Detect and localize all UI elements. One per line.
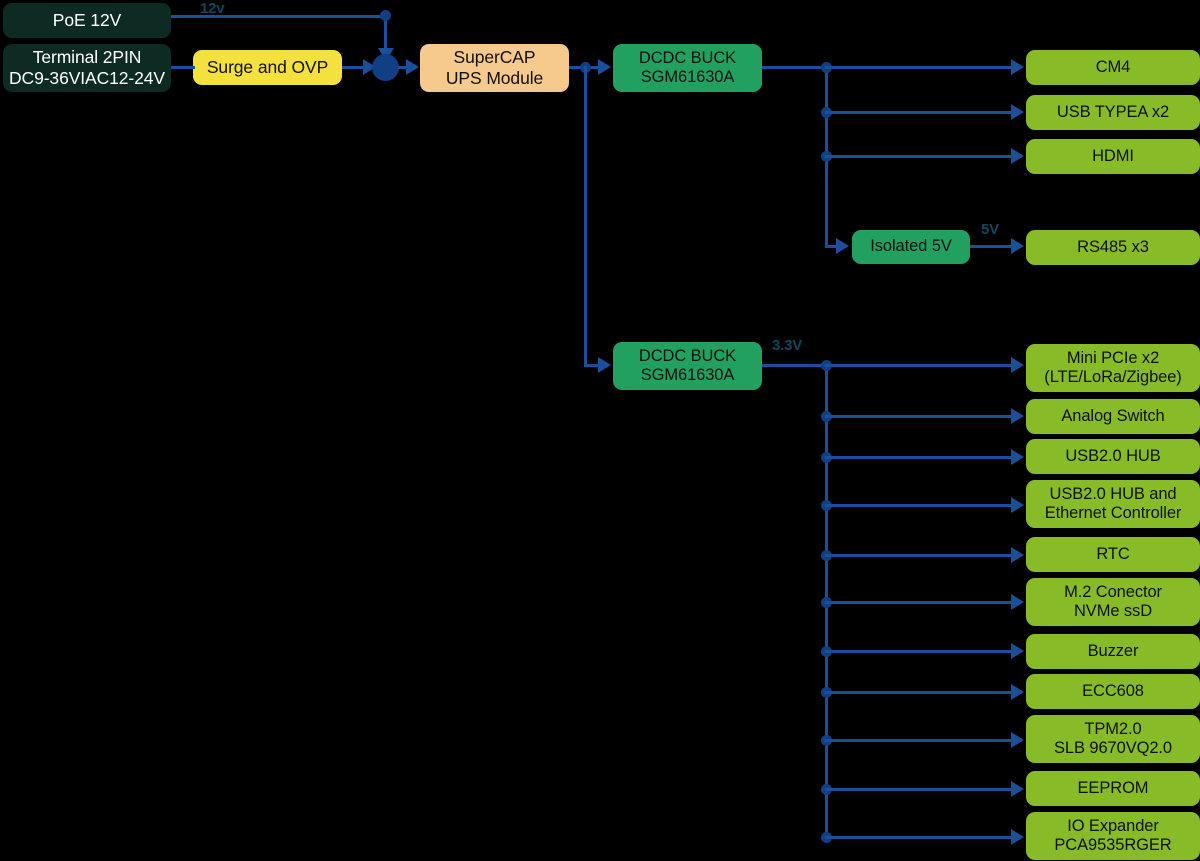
junction-dot-main-merge: [372, 54, 399, 81]
load-label-eeprom: EEPROM: [1077, 778, 1149, 797]
load-label-rtc: RTC: [1096, 544, 1130, 563]
load-box-buzzer[interactable]: Buzzer: [1026, 634, 1200, 669]
source-label-poe: PoE 12V: [52, 10, 122, 31]
load-label-usb-typea: USB TYPEA x2: [1056, 102, 1170, 121]
ups-box-supercap[interactable]: SuperCAP UPS Module: [420, 44, 569, 92]
wire-branch-to-buck-bottom: [584, 364, 607, 367]
junction-dot-poe-corner: [380, 10, 391, 21]
arrow-into-tpm: [1011, 732, 1024, 748]
load-box-hdmi[interactable]: HDMI: [1026, 139, 1200, 174]
wire-33v-to-m2-connector: [825, 601, 1021, 604]
regulator-label-buck-top: DCDC BUCK SGM61630A: [638, 48, 737, 86]
load-box-cm4[interactable]: CM4: [1026, 50, 1200, 85]
regulator-box-isolated-5v[interactable]: Isolated 5V: [852, 230, 970, 264]
load-label-analog-switch: Analog Switch: [1061, 406, 1165, 425]
wire-5v-to-usb-typea: [825, 111, 1021, 114]
arrow-into-rtc: [1011, 547, 1024, 563]
arrow-into-eeprom: [1011, 781, 1024, 797]
wire-buck-bottom-out: [762, 364, 828, 367]
wire-33v-to-rtc: [825, 554, 1021, 557]
arrow-into-ecc608: [1011, 684, 1024, 700]
arrow-into-usb-typea: [1011, 104, 1024, 120]
wire-33v-to-usb20-hub-ethernet: [825, 504, 1021, 507]
regulator-box-buck-bottom[interactable]: DCDC BUCK SGM61630A: [613, 342, 762, 390]
load-label-buzzer: Buzzer: [1087, 641, 1139, 660]
wire-33v-to-io-expander: [825, 836, 1021, 839]
load-box-tpm[interactable]: TPM2.0 SLB 9670VQ2.0: [1026, 715, 1200, 763]
ups-label: SuperCAP UPS Module: [445, 47, 544, 88]
load-label-usb20-hub: USB2.0 HUB: [1065, 446, 1161, 465]
load-label-ecc608: ECC608: [1082, 681, 1144, 700]
load-box-usb20-hub[interactable]: USB2.0 HUB: [1026, 439, 1200, 474]
protection-box-surge-ovp[interactable]: Surge and OVP: [193, 50, 342, 85]
arrow-into-hdmi: [1011, 148, 1024, 164]
wire-5v-to-cm4: [825, 66, 1021, 69]
load-label-io-expander: IO Expander PCA9535RGER: [1054, 816, 1172, 854]
wire-5v-to-isolated: [825, 245, 842, 248]
load-box-io-expander[interactable]: IO Expander PCA9535RGER: [1026, 812, 1200, 860]
wire-surge-to-junction: [342, 66, 366, 69]
source-box-terminal[interactable]: Terminal 2PIN DC9-36VIAC12-24V: [3, 44, 171, 92]
wire-33v-to-eeprom: [825, 788, 1021, 791]
load-box-analog-switch[interactable]: Analog Switch: [1026, 399, 1200, 434]
arrow-into-mini-pcie: [1011, 357, 1024, 373]
load-label-hdmi: HDMI: [1092, 146, 1134, 165]
load-box-rtc[interactable]: RTC: [1026, 537, 1200, 572]
regulator-label-buck-bottom: DCDC BUCK SGM61630A: [638, 346, 737, 384]
arrow-into-buzzer: [1011, 643, 1024, 659]
wire-33v-to-usb20-hub: [825, 456, 1021, 459]
arrow-into-usb20-hub-ethernet: [1011, 497, 1024, 513]
arrow-into-buck-top: [598, 59, 611, 75]
load-label-usb20-hub-ethernet: USB2.0 HUB and Ethernet Controller: [1044, 484, 1182, 522]
arrow-into-buck-bottom: [598, 357, 611, 373]
load-box-eeprom[interactable]: EEPROM: [1026, 771, 1200, 806]
voltage-label-12v: 12v: [200, 0, 225, 17]
wire-33v-to-ecc608: [825, 691, 1021, 694]
arrow-into-isolated-5v: [836, 238, 849, 254]
arrow-into-supercap: [406, 59, 419, 75]
regulator-box-buck-top[interactable]: DCDC BUCK SGM61630A: [613, 44, 762, 92]
load-box-ecc608[interactable]: ECC608: [1026, 674, 1200, 709]
load-label-cm4: CM4: [1095, 57, 1131, 76]
wire-terminal-to-surge: [171, 66, 195, 69]
voltage-label-5v: 5V: [981, 221, 999, 238]
arrow-into-rs485: [1011, 238, 1024, 254]
protection-label: Surge and OVP: [206, 57, 329, 78]
wire-buck-top-out: [762, 66, 828, 69]
wire-33v-to-analog-switch: [825, 415, 1021, 418]
load-label-mini-pcie: Mini PCIe x2 (LTE/LoRa/Zigbee): [1044, 348, 1182, 386]
wire-poe-drop: [384, 15, 387, 53]
load-label-tpm: TPM2.0 SLB 9670VQ2.0: [1054, 719, 1172, 757]
wire-poe-to-node: [171, 15, 387, 18]
arrow-into-io-expander: [1011, 829, 1024, 845]
arrow-into-usb20-hub: [1011, 449, 1024, 465]
voltage-label-3v3: 3.3V: [772, 337, 803, 354]
arrow-into-analog-switch: [1011, 408, 1024, 424]
wire-33v-to-mini-pcie: [825, 364, 1021, 367]
load-label-m2-connector: M.2 Conector NVMe ssD: [1064, 582, 1162, 620]
load-box-mini-pcie[interactable]: Mini PCIe x2 (LTE/LoRa/Zigbee): [1026, 344, 1200, 392]
load-label-rs485: RS485 x3: [1077, 237, 1149, 256]
wire-isolated-to-rs485: [970, 245, 1021, 248]
source-label-terminal: Terminal 2PIN DC9-36VIAC12-24V: [9, 47, 165, 88]
source-box-poe[interactable]: PoE 12V: [3, 3, 171, 38]
wire-33v-to-buzzer: [825, 650, 1021, 653]
wire-33v-to-tpm: [825, 739, 1021, 742]
regulator-label-isolated-5v: Isolated 5V: [870, 237, 952, 256]
load-box-usb20-hub-ethernet[interactable]: USB2.0 HUB and Ethernet Controller: [1026, 480, 1200, 528]
load-box-usb-typea[interactable]: USB TYPEA x2: [1026, 95, 1200, 130]
wire-5v-to-hdmi: [825, 155, 1021, 158]
arrow-into-cm4: [1011, 59, 1024, 75]
wire-supercap-branch-down: [584, 66, 587, 366]
load-box-m2-connector[interactable]: M.2 Conector NVMe ssD: [1026, 578, 1200, 626]
load-box-rs485[interactable]: RS485 x3: [1026, 230, 1200, 265]
arrow-into-m2-connector: [1011, 594, 1024, 610]
